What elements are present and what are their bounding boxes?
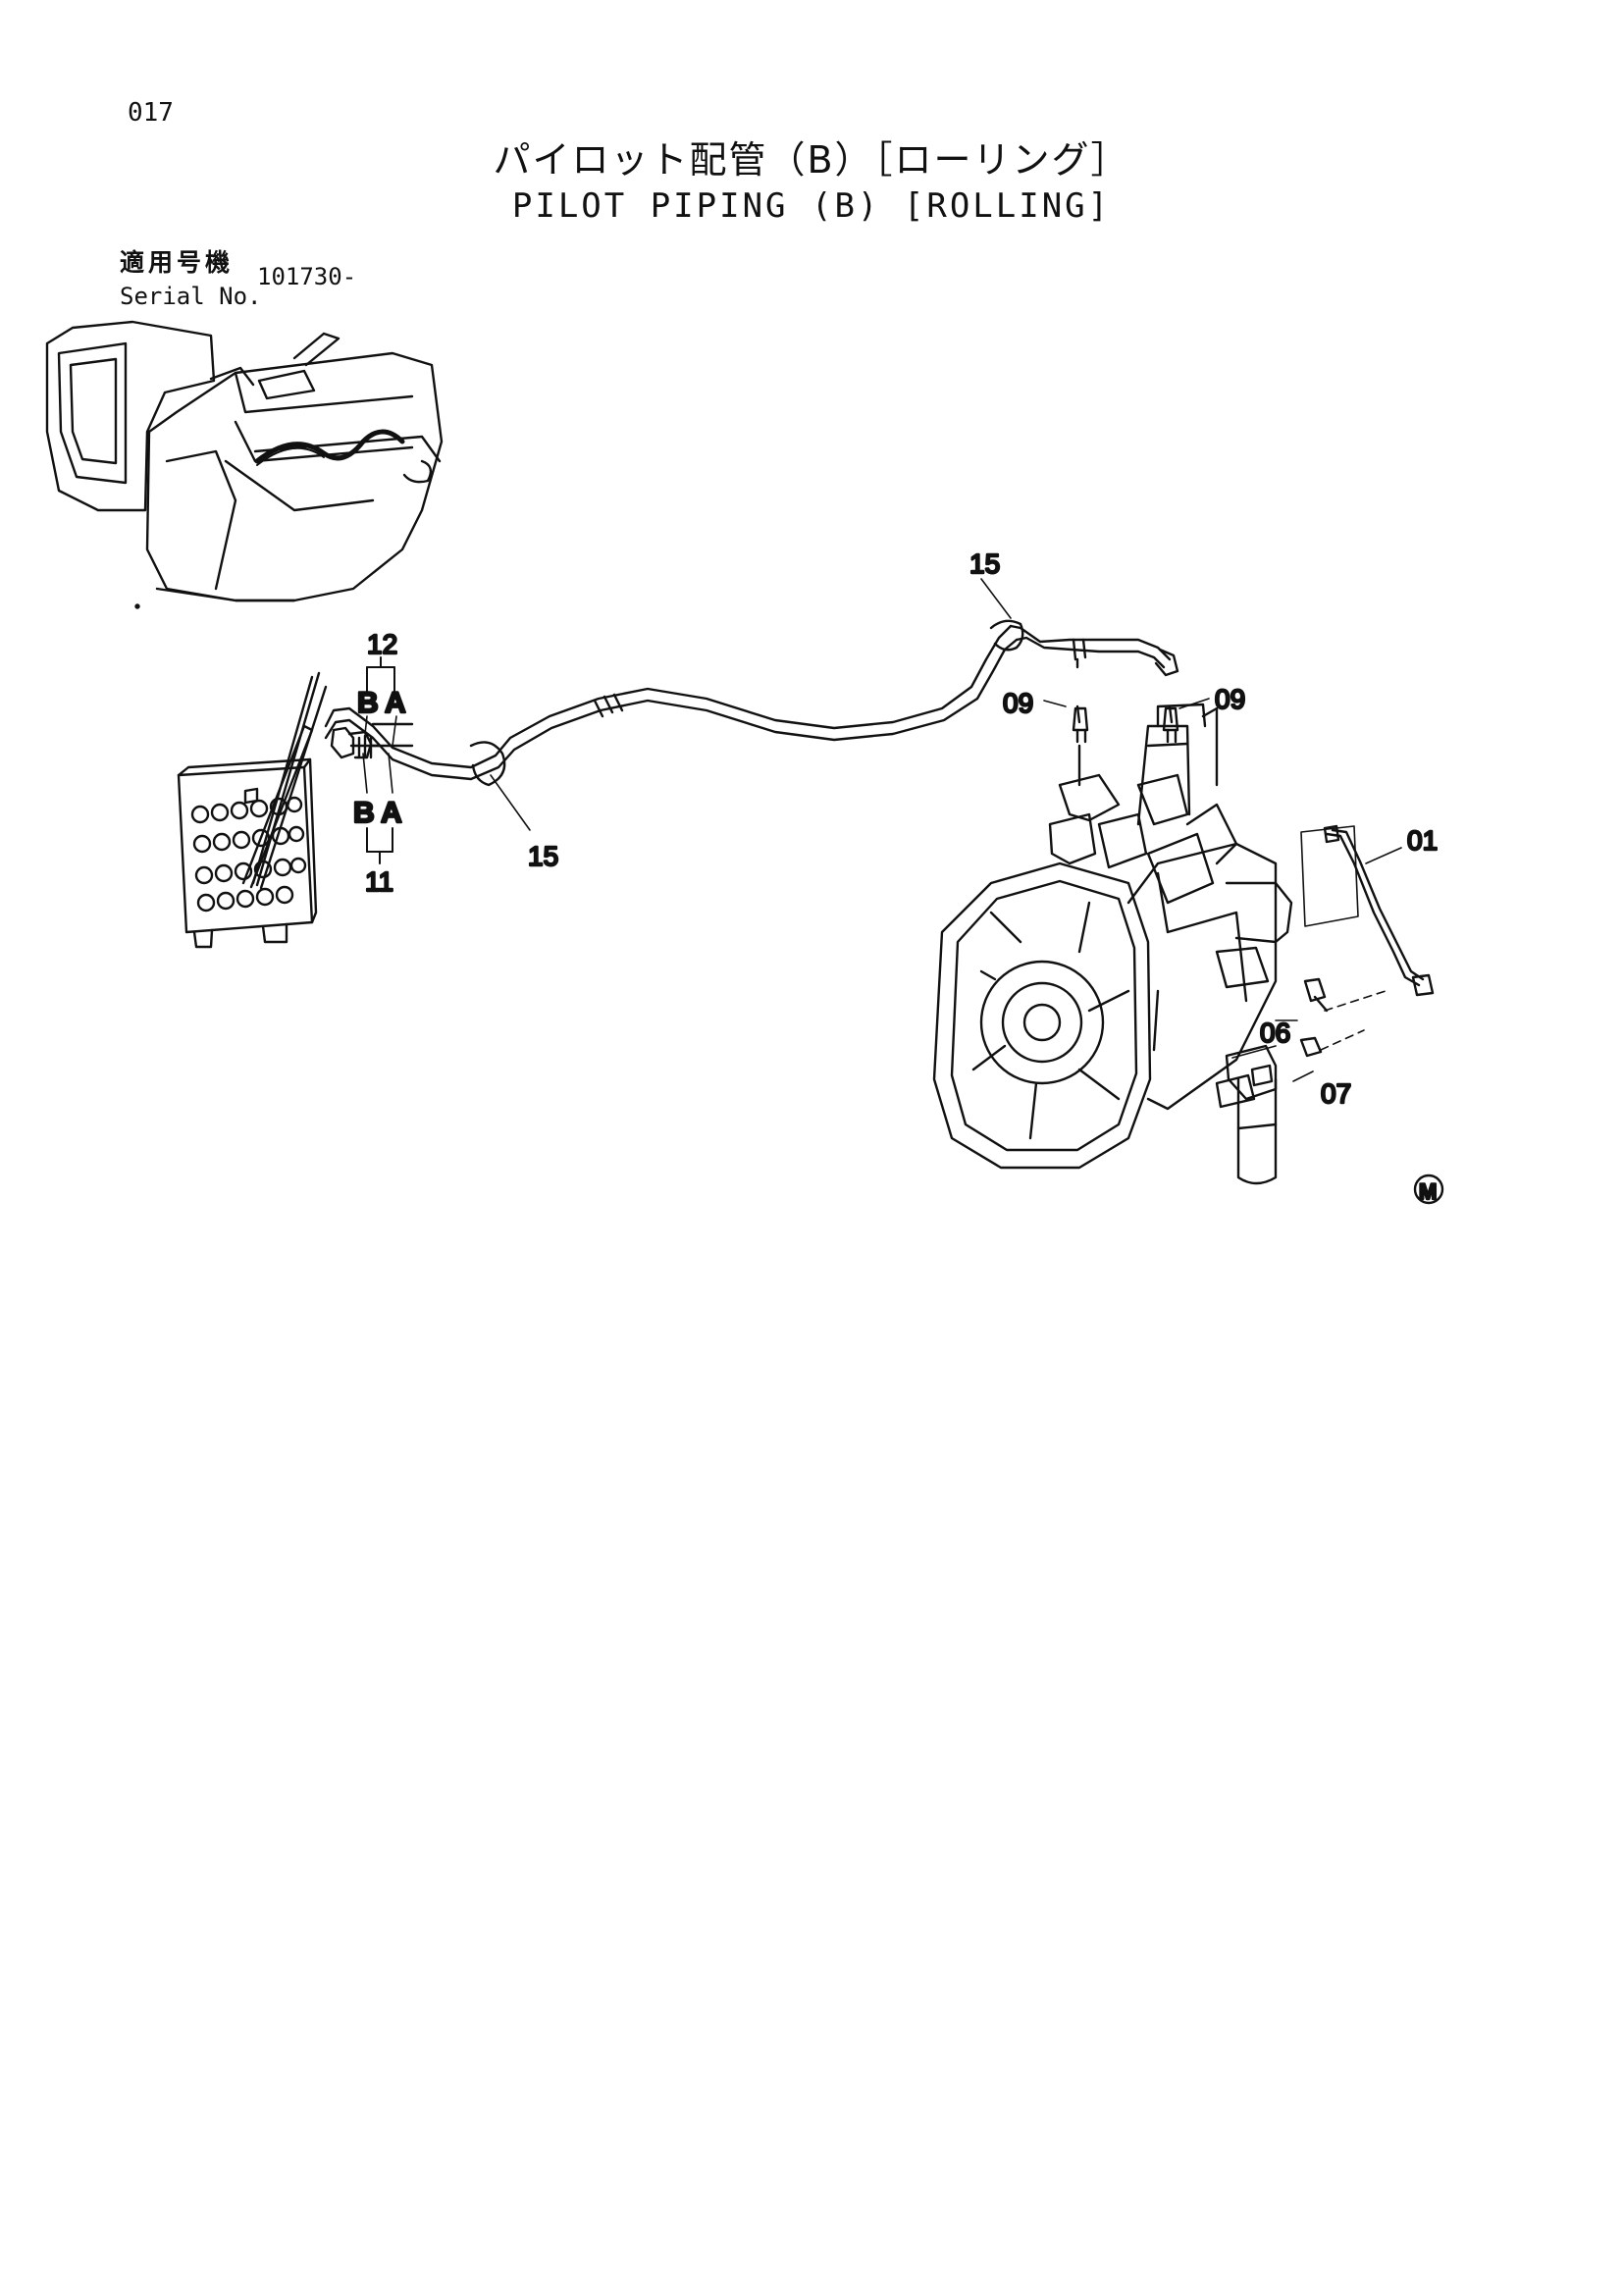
callout-12: 12	[367, 629, 397, 659]
bracket-11	[362, 753, 393, 864]
serial-label-en: Serial No.	[120, 283, 262, 310]
leader-15-top	[980, 578, 1012, 619]
callout-07: 07	[1321, 1078, 1351, 1109]
callout-15-bottom: 15	[528, 841, 558, 871]
excavator-overview-illustration	[45, 320, 444, 602]
scan-dot	[134, 603, 140, 609]
model-marker: M	[1413, 1174, 1444, 1205]
callout-09-left: 09	[1003, 688, 1033, 718]
callout-11: 11	[365, 866, 393, 897]
hydraulic-pump-illustration	[932, 703, 1293, 1170]
callout-01: 01	[1407, 825, 1438, 856]
callout-11-a: A	[381, 797, 402, 829]
bracket-12	[364, 656, 397, 747]
fitting-06-07-filter	[1215, 977, 1387, 1185]
serial-label: 適用号機 Serial No.	[120, 243, 262, 310]
leader-15-bottom	[490, 774, 531, 831]
model-marker-letter: M	[1419, 1179, 1437, 1204]
callout-09-right: 09	[1215, 684, 1245, 714]
callout-11-b: B	[353, 797, 375, 829]
callout-12-b: B	[357, 687, 379, 719]
hose-fittings-11-12	[330, 722, 414, 759]
callout-12-a: A	[385, 687, 406, 719]
callout-15-top: 15	[969, 548, 1000, 579]
serial-label-jp: 適用号機	[120, 248, 235, 277]
hose-01	[1300, 824, 1435, 997]
page-title-jp: パイロット配管（B）［ローリング］	[493, 138, 1130, 182]
fitting-09	[1043, 698, 1210, 744]
control-valve-illustration	[177, 671, 328, 949]
serial-number: 101730-	[257, 263, 357, 290]
page-title-en: PILOT PIPING (B) [ROLLING]	[511, 186, 1112, 226]
page-number: 017	[128, 98, 174, 128]
callout-06: 06	[1260, 1018, 1290, 1048]
